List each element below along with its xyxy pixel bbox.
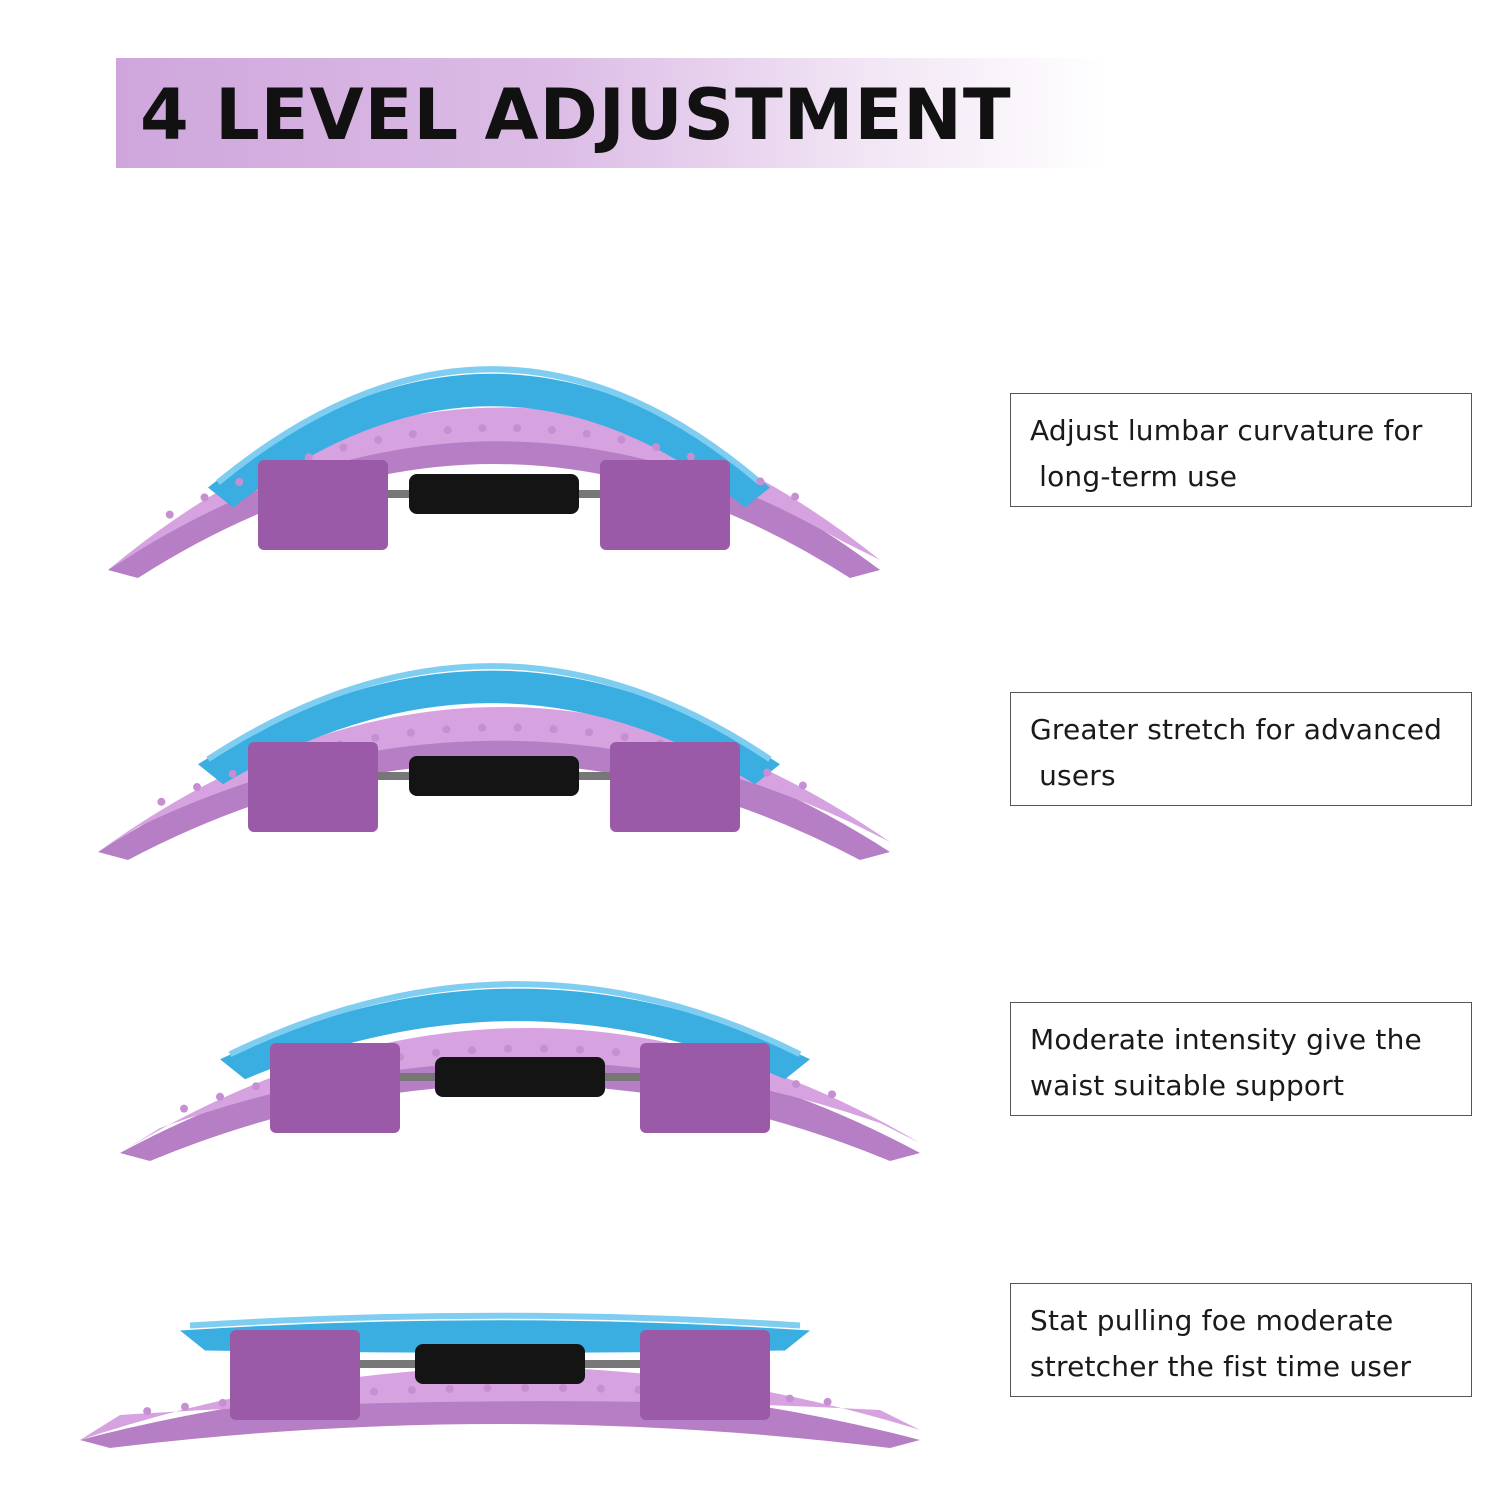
massage-nub — [617, 435, 626, 444]
massage-nub — [521, 1383, 530, 1392]
massage-nub — [468, 1046, 476, 1055]
massage-nub — [143, 1407, 152, 1416]
massage-nub — [218, 1398, 227, 1407]
massage-nub — [252, 1082, 260, 1091]
right-support-block — [640, 1330, 770, 1420]
level-3-line-1: Moderate intensity give the — [1030, 1023, 1422, 1056]
back-stretcher-level-2 — [98, 663, 890, 860]
title-banner — [116, 58, 1106, 168]
massage-nub — [785, 1394, 794, 1403]
massage-nub — [442, 725, 451, 734]
level-4-line-2: stretcher the fist time user — [1030, 1350, 1412, 1383]
right-support-block — [610, 742, 740, 832]
massage-nub — [478, 723, 487, 732]
massage-nub — [371, 733, 380, 742]
massage-nub — [235, 478, 244, 487]
left-support-block — [258, 460, 388, 550]
massage-nub — [483, 1384, 492, 1393]
massage-nub — [582, 429, 591, 438]
back-stretcher-level-4 — [80, 1312, 920, 1448]
massage-nub — [445, 1384, 454, 1393]
massage-nub — [756, 477, 765, 486]
massage-nub — [652, 443, 661, 452]
massage-nub — [193, 783, 201, 792]
massage-nub — [432, 1048, 440, 1057]
level-1-description: Adjust lumbar curvature for long-term us… — [1010, 393, 1472, 507]
right-support-block — [600, 460, 730, 550]
foam-pad — [198, 670, 780, 785]
rod-grip — [415, 1344, 585, 1384]
level-1-line-2: long-term use — [1030, 460, 1238, 493]
massage-nub — [443, 426, 452, 435]
massage-nub — [181, 1402, 189, 1411]
rod-grip — [409, 474, 579, 514]
level-3-description: Moderate intensity give the waist suitab… — [1010, 1002, 1472, 1116]
massage-nub — [504, 1044, 512, 1053]
massage-nub — [763, 768, 772, 777]
level-4-description: Stat pulling foe moderate stretcher the … — [1010, 1283, 1472, 1397]
left-support-block — [230, 1330, 360, 1420]
massage-nub — [180, 1104, 188, 1113]
right-support-block — [640, 1043, 770, 1133]
massage-nub — [478, 424, 487, 433]
massage-nub — [408, 430, 417, 439]
massage-nub — [612, 1048, 620, 1057]
massage-nub — [686, 452, 695, 461]
left-support-block — [270, 1043, 400, 1133]
level-2-line-1: Greater stretch for advanced — [1030, 713, 1443, 746]
massage-nub — [157, 797, 166, 806]
page-title: 4 LEVEL ADJUSTMENT — [140, 74, 1012, 156]
back-stretcher-level-3 — [120, 981, 920, 1161]
back-stretcher-level-1 — [108, 366, 880, 578]
level-4-line-1: Stat pulling foe moderate — [1030, 1304, 1394, 1337]
massage-nub — [798, 781, 807, 790]
rod-grip — [435, 1057, 605, 1097]
massage-nub — [304, 453, 313, 462]
massage-nub — [407, 1386, 416, 1395]
massage-nub — [374, 435, 383, 444]
massage-nub — [370, 1387, 378, 1396]
level-2-description: Greater stretch for advanced users — [1010, 692, 1472, 806]
foam-highlight — [216, 366, 762, 485]
massage-nub — [228, 769, 237, 778]
level-2-line-2: users — [1030, 759, 1116, 792]
massage-nub — [549, 725, 558, 734]
massage-nub — [513, 723, 522, 732]
foam-highlight — [189, 1312, 801, 1329]
massage-nub — [585, 728, 594, 737]
massage-nub — [406, 728, 415, 737]
foam-pad — [220, 988, 810, 1080]
rod-grip — [409, 756, 579, 796]
massage-nub — [216, 1092, 224, 1101]
massage-nub — [576, 1045, 584, 1054]
massage-nub — [339, 443, 348, 452]
massage-nub — [791, 492, 800, 501]
massage-nub — [559, 1384, 567, 1393]
foam-pad — [208, 373, 770, 508]
massage-nub — [828, 1090, 836, 1099]
massage-nub — [200, 493, 209, 502]
massage-nub — [823, 1397, 832, 1406]
massage-nub — [513, 424, 522, 433]
massage-nub — [547, 426, 556, 435]
foam-highlight — [228, 981, 802, 1057]
left-support-block — [248, 742, 378, 832]
massage-nub — [620, 733, 629, 742]
level-3-line-2: waist suitable support — [1030, 1069, 1345, 1102]
level-1-line-1: Adjust lumbar curvature for — [1030, 414, 1423, 447]
massage-nub — [540, 1044, 548, 1053]
massage-nub — [596, 1384, 605, 1393]
massage-nub — [792, 1080, 800, 1089]
foam-highlight — [206, 663, 772, 762]
massage-nub — [165, 510, 174, 519]
